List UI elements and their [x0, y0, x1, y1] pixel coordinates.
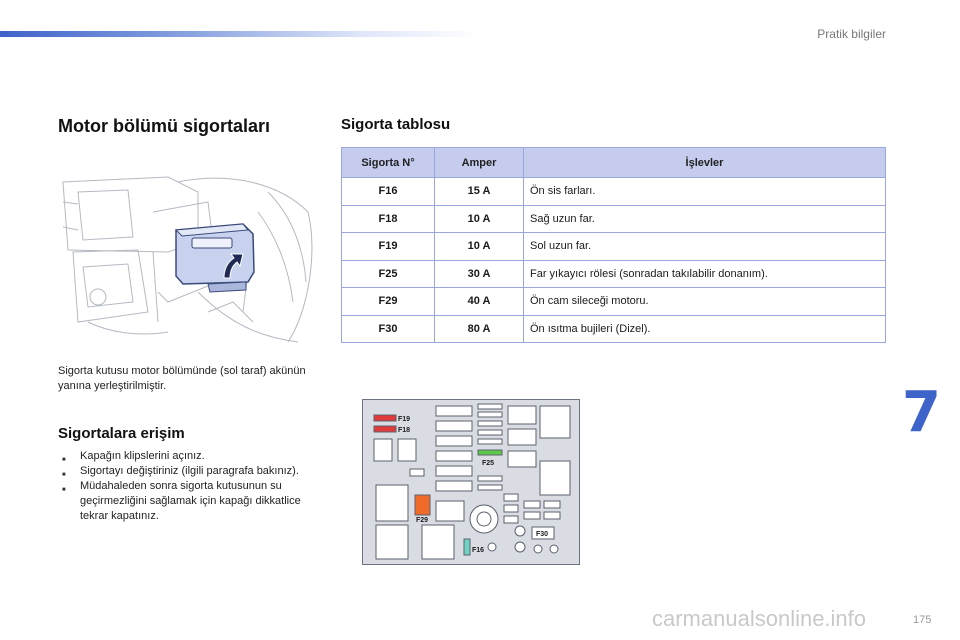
page-number: 175 [913, 614, 932, 626]
fuse-f19-slot [373, 414, 397, 422]
diagram-label-f18: F18 [398, 427, 410, 434]
table-row: F30 80 A Ön ısıtma bujileri (Dizel). [341, 314, 886, 343]
list-item: ■Kapağın klipslerini açınız. [62, 449, 312, 464]
fuse-number: F18 [341, 204, 435, 233]
table-row: F18 10 A Sağ uzun far. [341, 204, 886, 233]
diagram-label-f16: F16 [472, 547, 484, 554]
square-bullet-icon: ■ [62, 472, 66, 478]
fuse-function: Far yıkayıcı rölesi (sonradan takılabili… [523, 259, 886, 288]
diagram-label-f30: F30 [536, 531, 548, 538]
fuse-function: Sol uzun far. [523, 232, 886, 261]
fuse-f25-slot [477, 449, 503, 456]
engine-bay-illustration [58, 172, 318, 348]
column-header-amp: Amper [434, 147, 524, 178]
table-row: F19 10 A Sol uzun far. [341, 232, 886, 261]
square-bullet-icon: ■ [62, 457, 66, 463]
fuse-number: F29 [341, 287, 435, 316]
fuse-amp: 40 A [434, 287, 524, 316]
fuse-function: Sağ uzun far. [523, 204, 886, 233]
fuse-function: Ön sis farları. [523, 177, 886, 206]
section-title: Pratik bilgiler [817, 27, 886, 41]
fuse-f30-slot [531, 526, 555, 540]
fuse-number: F16 [341, 177, 435, 206]
page-title: Motor bölümü sigortaları [58, 116, 271, 136]
fuse-box-diagram: F19 F18 F25 F29 F30 F16 [362, 399, 580, 565]
fuse-box-highlight [174, 223, 255, 293]
column-header-functions: İşlevler [523, 147, 886, 178]
table-header-row: Sigorta N° Amper İşlevler [341, 147, 886, 178]
access-steps-list: ■Kapağın klipslerini açınız. ■Sigortayı … [62, 449, 312, 524]
fuse-table: Sigorta N° Amper İşlevler F16 15 A Ön si… [341, 147, 886, 343]
fuse-amp: 10 A [434, 204, 524, 233]
diagram-label-f19: F19 [398, 416, 410, 423]
column-header-fuse: Sigorta N° [341, 147, 435, 178]
fuse-amp: 15 A [434, 177, 524, 206]
table-title: Sigorta tablosu [341, 116, 451, 133]
table-row: F25 30 A Far yıkayıcı rölesi (sonradan t… [341, 259, 886, 288]
header-accent-bar [0, 31, 480, 37]
fuse-amp: 10 A [434, 232, 524, 261]
fuse-f29-slot [414, 494, 431, 516]
chapter-number: 7 [902, 380, 941, 445]
diagram-label-f25: F25 [482, 460, 494, 467]
table-row: F29 40 A Ön cam sileceği motoru. [341, 287, 886, 316]
fuse-f18-slot [373, 425, 397, 433]
table-row: F16 15 A Ön sis farları. [341, 177, 886, 206]
arrow-up-icon [223, 253, 244, 279]
fuse-function: Ön cam sileceği motoru. [523, 287, 886, 316]
square-bullet-icon: ■ [62, 487, 66, 493]
watermark: carmanualsonline.info [652, 606, 867, 631]
fuse-number: F25 [341, 259, 435, 288]
fuse-box-location-caption: Sigorta kutusu motor bölümünde (sol tara… [58, 365, 306, 392]
fuse-number: F30 [341, 314, 435, 343]
access-section-title: Sigortalara erişim [58, 425, 185, 442]
fuse-number: F19 [341, 232, 435, 261]
diagram-label-f29: F29 [416, 517, 428, 524]
fuse-amp: 80 A [434, 314, 524, 343]
list-item: ■Sigortayı değiştiriniz (ilgili paragraf… [62, 464, 312, 479]
fuse-amp: 30 A [434, 259, 524, 288]
fuse-f16-slot [463, 538, 471, 556]
fuse-function: Ön ısıtma bujileri (Dizel). [523, 314, 886, 343]
list-item: ■Müdahaleden sonra sigorta kutusunun su … [62, 480, 301, 522]
